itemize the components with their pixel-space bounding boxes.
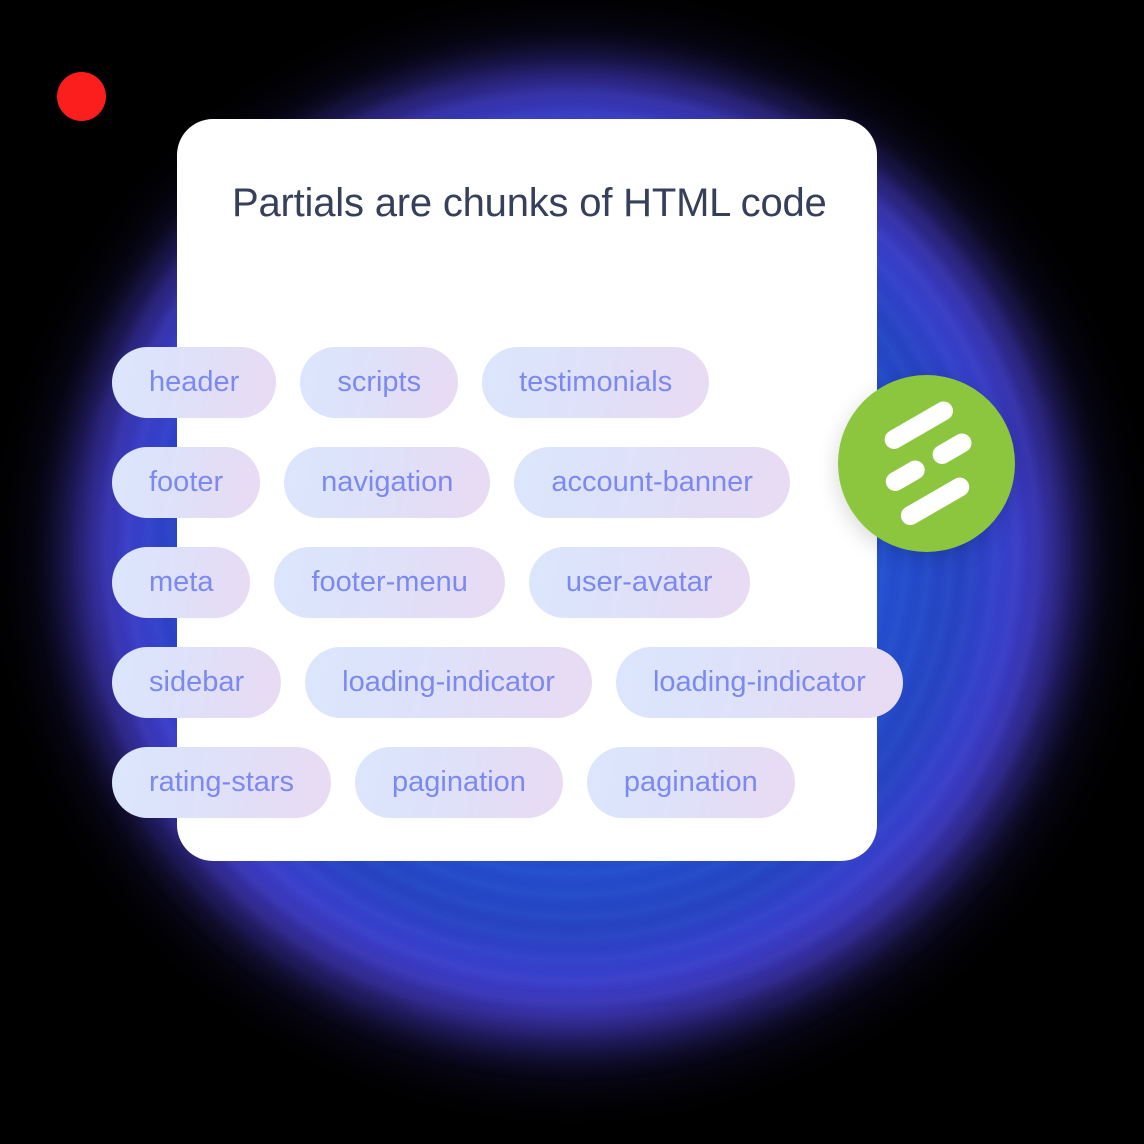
partial-pill[interactable]: user-avatar — [528, 547, 750, 618]
wpengine-flow-logo-icon — [884, 401, 972, 526]
partial-pill[interactable]: header — [112, 347, 277, 418]
pill-row: sidebar loading-indicator loading-indica… — [112, 647, 1012, 718]
partial-pill[interactable]: loading-indicator — [615, 647, 903, 718]
pill-row: footer navigation account-banner — [112, 447, 1012, 518]
partial-pill[interactable]: pagination — [586, 747, 795, 818]
red-dot-marker-icon — [57, 72, 106, 121]
partial-pill[interactable]: sidebar — [112, 647, 282, 718]
partial-pill[interactable]: navigation — [284, 447, 491, 518]
partial-pill[interactable]: account-banner — [514, 447, 790, 518]
partial-pill[interactable]: footer-menu — [274, 547, 505, 618]
partial-pill[interactable]: testimonials — [482, 347, 710, 418]
partial-pill[interactable]: rating-stars — [112, 747, 332, 818]
partial-pill[interactable]: scripts — [300, 347, 459, 418]
partials-pill-grid: header scripts testimonials footer navig… — [112, 347, 1012, 847]
page-title: Partials are chunks of HTML code — [232, 181, 827, 225]
pill-row: header scripts testimonials — [112, 347, 1012, 418]
partial-pill[interactable]: meta — [112, 547, 251, 618]
partial-pill[interactable]: pagination — [355, 747, 563, 818]
pill-row: rating-stars pagination pagination — [112, 747, 1012, 818]
wpengine-logo-badge[interactable] — [838, 375, 1015, 552]
pill-row: meta footer-menu user-avatar — [112, 547, 1012, 618]
partial-pill[interactable]: footer — [112, 447, 261, 518]
partial-pill[interactable]: loading-indicator — [305, 647, 592, 718]
